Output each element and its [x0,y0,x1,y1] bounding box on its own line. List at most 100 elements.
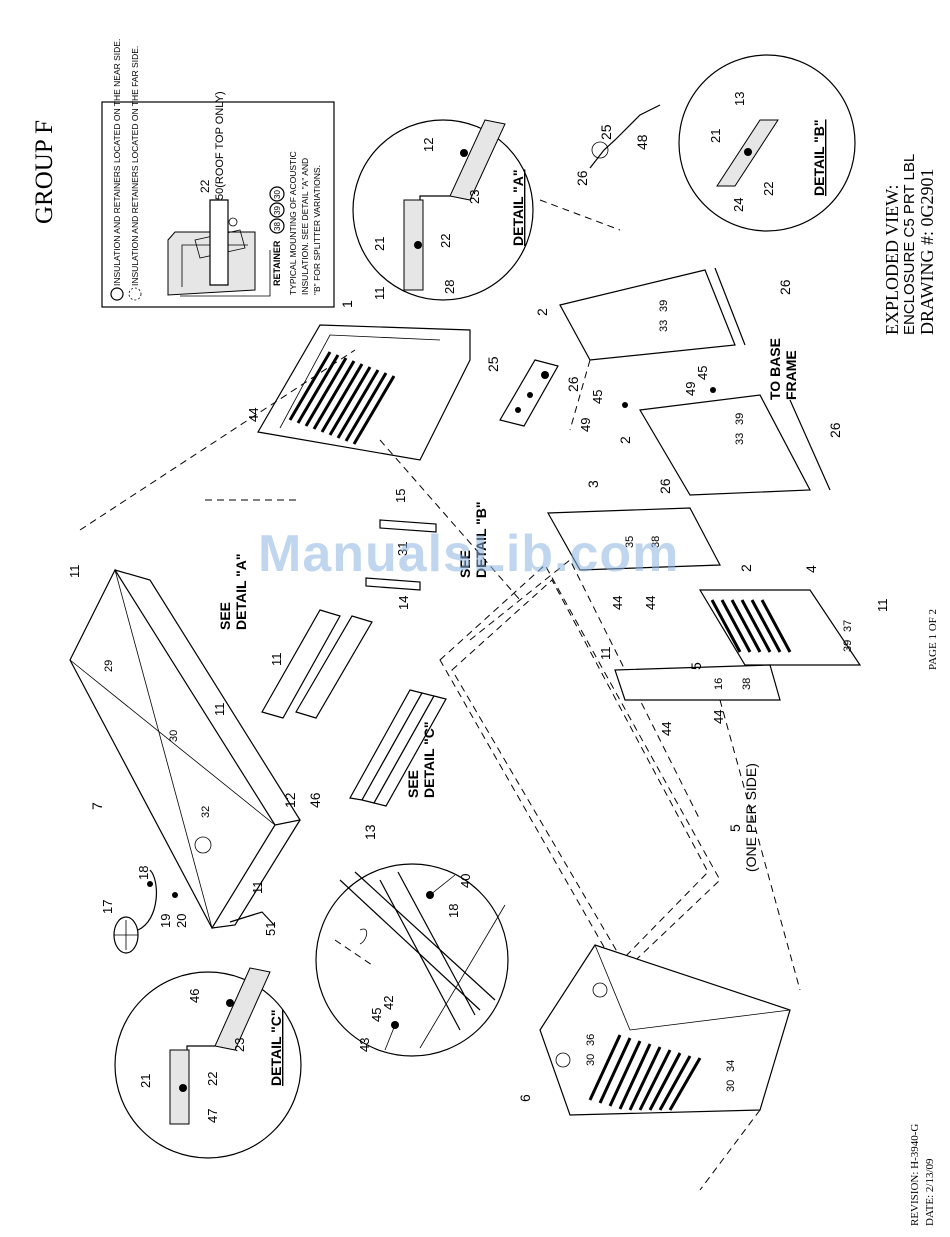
callout-11-f: 11 [598,647,613,661]
detail-c-title: DETAIL "C" [268,1009,284,1086]
revision: REVISION: H-3940-G [909,1124,921,1226]
detail-rail: 40 18 42 45 43 [315,863,509,1057]
callout-46: 46 [307,792,323,808]
detail-a-21: 21 [372,237,387,251]
view-title: EXPLODED VIEW: [882,185,902,335]
callout-30-a: 30 [168,730,180,742]
watermark: ManualsLib.com [258,525,680,583]
callout-39-a: 39 [658,300,670,312]
callout-44-d: 44 [659,722,674,736]
revision-date: DATE: 2/13/09 [924,1158,936,1226]
callout-26-a: 26 [574,170,590,186]
callout-5-a: 5 [688,662,704,670]
part-callouts: 7 11 11 11 11 11 11 11 29 30 32 17 18 19… [67,124,890,1102]
callout-11-g: 11 [875,599,890,613]
detail-c: 46 23 21 22 47 DETAIL "C" [114,967,302,1159]
detail-a-12: 12 [421,138,436,152]
detail-b-22: 22 [761,182,776,196]
detail-b-title: DETAIL "B" [811,119,827,196]
legend-retainer-30: 30 [273,190,282,199]
callout-29: 29 [103,660,115,672]
callout-26-d: 26 [657,478,673,494]
end-wall-1 [257,324,471,461]
callout-11-b: 11 [212,703,227,717]
detail-rail-45: 45 [369,1008,384,1022]
base-frame [439,559,721,976]
callout-48: 48 [634,134,650,150]
group-title: GROUP F [31,120,58,224]
model-name: ENCLOSURE C5 PRT LBL [901,154,918,335]
callout-7: 7 [89,802,105,810]
detail-c-47: 47 [205,1109,220,1123]
callout-14: 14 [396,596,411,610]
callout-51: 51 [263,922,278,936]
detail-c-22: 22 [205,1072,220,1086]
detail-rail-40: 40 [458,874,473,888]
callout-30-c: 30 [725,1080,737,1092]
callout-44-b: 44 [610,596,625,610]
callout-45-b: 45 [695,366,710,380]
callout-2-b: 2 [617,436,633,444]
legend-retainer: RETAINER [272,240,282,286]
detail-a: 12 23 21 22 28 DETAIL "A" [352,119,534,301]
legend-near-side: INSULATION AND RETAINERS LOCATED ON THE … [112,39,122,286]
callout-32: 32 [200,806,212,818]
detail-b: 13 21 22 24 DETAIL "B" [678,54,856,232]
page-number: PAGE 1 OF 2 [927,609,939,670]
callout-11-a: 11 [67,565,82,579]
callout-17: 17 [100,900,115,914]
one-per-side: (ONE PER SIDE) [743,763,759,872]
callout-45-a: 45 [590,390,605,404]
callout-26-c: 26 [565,376,581,392]
assembly-guides [79,199,801,1191]
roof-panel [69,568,301,930]
detail-rail-42: 42 [381,996,396,1010]
legend-part-22: 22 [198,179,212,193]
callout-16: 16 [713,678,725,690]
see-detail-b: SEEDETAIL "B" [457,501,489,578]
side-panels [546,507,862,701]
callout-30-b: 30 [585,1054,597,1066]
legend-note: TYPICAL MOUNTING OF ACOUSTIC INSULATION.… [288,149,322,295]
callout-11-d: 11 [372,287,387,301]
callout-34: 34 [725,1060,737,1072]
callout-25-b: 25 [485,356,501,372]
detail-b-13: 13 [732,92,747,106]
callout-3: 3 [585,480,601,488]
detail-a-23: 23 [467,190,482,204]
detail-b-21: 21 [708,129,723,143]
detail-a-22: 22 [438,234,453,248]
callout-39-b: 39 [734,413,746,425]
detail-c-46: 46 [187,989,202,1003]
callout-33-b: 33 [734,433,746,445]
callout-18: 18 [136,866,151,880]
door-panels [559,267,831,496]
detail-c-21: 21 [138,1074,153,1088]
callout-44-c: 44 [643,596,658,610]
callout-44-a: 44 [246,408,261,422]
title-block: EXPLODED VIEW: ENCLOSURE C5 PRT LBL DRAW… [882,154,937,335]
callout-11-c: 11 [250,881,265,895]
callout-37: 37 [842,620,854,632]
insulation-legend: INSULATION AND RETAINERS LOCATED ON THE … [101,39,335,308]
callout-49-a: 49 [578,418,593,432]
detail-references: SEEDETAIL "A" SEEDETAIL "B" SEEDETAIL "C… [217,338,799,798]
legend-far-side: INSULATION AND RETAINERS LOCATED ON THE … [130,46,140,286]
end-wall-6 [539,944,791,1116]
legend-part-50: 50(ROOF TOP ONLY) [214,91,226,200]
callout-38-a: 38 [650,536,662,548]
legend-retainer-38: 38 [273,222,282,231]
callout-6: 6 [517,1094,533,1102]
detail-a-title: DETAIL "A" [510,169,526,246]
control-panel [499,359,559,427]
splitters [261,519,447,807]
see-detail-a: SEEDETAIL "A" [217,553,249,630]
callout-49-b: 49 [683,382,698,396]
to-base-frame: TO BASEFRAME [767,338,799,400]
callout-19: 19 [158,914,173,928]
callout-11-e: 11 [269,653,284,667]
callout-20: 20 [174,914,189,928]
detail-rail-18: 18 [446,904,461,918]
drawing-number: DRAWING #: 0G2901 [917,168,937,335]
